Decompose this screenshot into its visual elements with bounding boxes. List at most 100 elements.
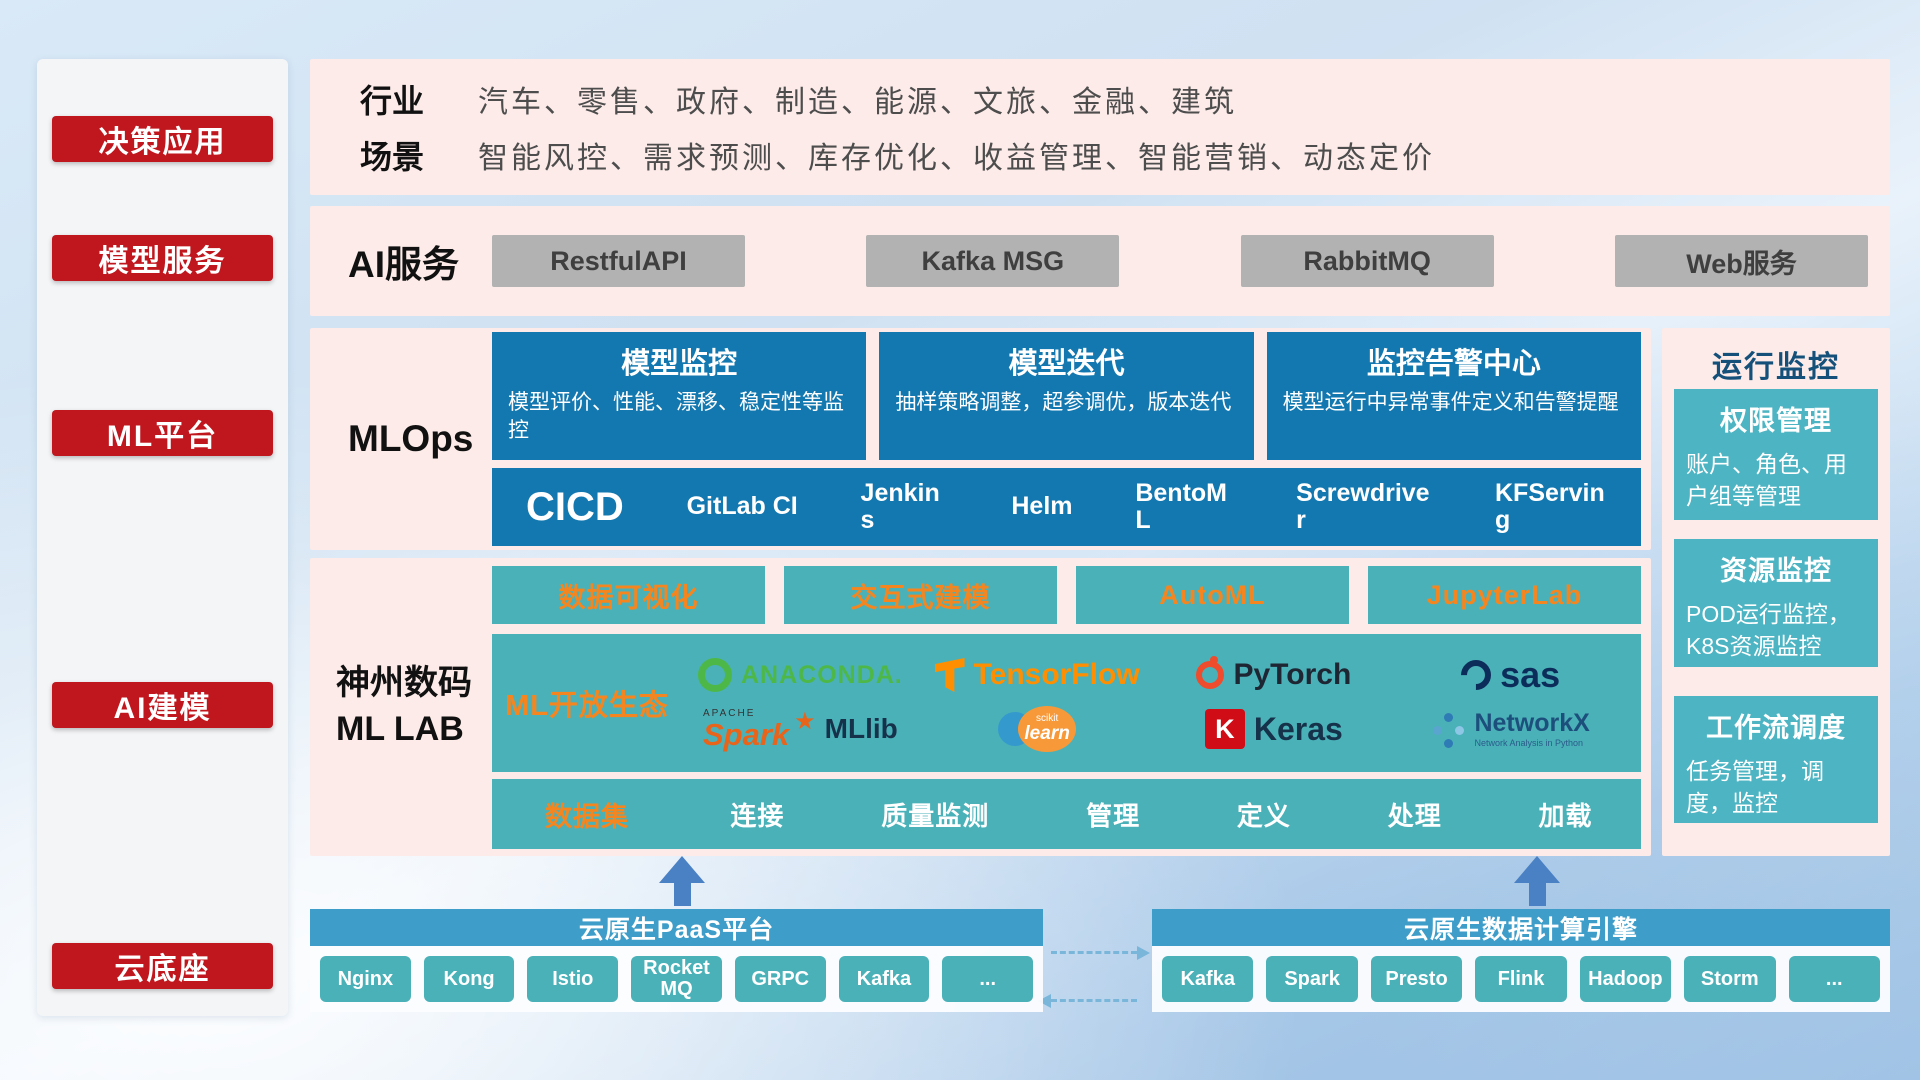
dataset-item-connect: 连接 xyxy=(730,800,785,831)
scenario-label: 场景 xyxy=(360,139,425,176)
scenario-row: 场景 智能风控、需求预测、库存优化、收益管理、智能营销、动态定价 xyxy=(310,132,1890,178)
mllab-tools-row: 数据可视化 交互式建模 AutoML JupyterLab xyxy=(492,566,1641,624)
card-model-iteration: 模型迭代 抽样策略调整，超参调优，版本迭代 xyxy=(879,332,1254,460)
dataset-item-quality: 质量监测 xyxy=(881,800,990,831)
component-kafka: Kafka xyxy=(1162,956,1254,1002)
mllib-wordmark: MLlib xyxy=(824,713,898,744)
service-chip-restfulapi: RestfulAPI xyxy=(492,235,745,287)
mlops-section: MLOps 模型监控 模型评价、性能、漂移、稳定性等监控 模型迭代 抽样策略调整… xyxy=(310,328,1651,550)
sidebar-item-model-service: 模型服务 xyxy=(52,235,273,281)
ai-service-label: AI服务 xyxy=(348,244,459,285)
ai-service-section: AI服务 RestfulAPI Kafka MSG RabbitMQ Web服务 xyxy=(310,206,1890,316)
sidebar-item-ml-platform: ML平台 xyxy=(52,410,273,456)
mlops-label: MLOps xyxy=(348,418,474,459)
dataset-label: 数据集 xyxy=(545,801,629,832)
engine-title-bar: 云原生数据计算引擎 xyxy=(1152,909,1890,946)
sidebar-item-cloud-base: 云底座 xyxy=(52,943,273,989)
tool-kfserving: KFServing xyxy=(1495,478,1605,534)
mllab-title: 神州数码 ML LAB xyxy=(336,661,492,753)
networkx-logo: NetworkX Network Analysis in Python xyxy=(1392,706,1629,752)
engine-components-row: Kafka Spark Presto Flink Hadoop Storm ..… xyxy=(1152,946,1890,1012)
dataset-item-process: 处理 xyxy=(1387,800,1442,831)
dataset-row: 数据集 连接 质量监测 管理 定义 处理 加载 xyxy=(492,779,1641,849)
pytorch-wordmark: PyTorch xyxy=(1233,658,1352,691)
tool-screwdriver: Screwdriver xyxy=(1296,478,1430,534)
cicd-label: CICD xyxy=(526,484,624,529)
card-desc: 模型运行中异常事件定义和告警提醒 xyxy=(1282,391,1619,414)
sas-logo: sas xyxy=(1392,653,1629,697)
component-spark: Spark xyxy=(1266,956,1358,1002)
card-alert-center: 监控告警中心 模型运行中异常事件定义和告警提醒 xyxy=(1266,332,1641,460)
component-flink: Flink xyxy=(1475,956,1567,1002)
cloud-data-engine-group: 云原生数据计算引擎 Kafka Spark Presto Flink Hadoo… xyxy=(1152,909,1890,1012)
card-desc: 抽样策略调整，超参调优，版本迭代 xyxy=(895,391,1232,414)
industry-label: 行业 xyxy=(360,82,425,119)
networkx-wordmark-block: NetworkX Network Analysis in Python xyxy=(1474,710,1589,748)
component-storm: Storm xyxy=(1684,956,1776,1002)
tool-bentoml: BentoML xyxy=(1135,478,1227,534)
card-title: 监控告警中心 xyxy=(1366,348,1541,380)
apache-label: APACHE xyxy=(702,708,756,719)
scikit-sup-label: scikit xyxy=(1036,712,1059,724)
dashed-arrow-left-icon xyxy=(1038,994,1137,1008)
sas-wordmark: sas xyxy=(1500,654,1561,695)
scikit-learn-icon: scikit learn xyxy=(998,706,1077,752)
tool-jenkins: Jenkins xyxy=(860,478,940,534)
networkx-wordmark: NetworkX xyxy=(1474,709,1590,738)
mllab-title-line2: ML LAB xyxy=(336,710,464,748)
component-kong: Kong xyxy=(423,956,515,1002)
service-chip-web: Web服务 xyxy=(1614,235,1868,287)
up-arrow-engine xyxy=(1514,856,1560,906)
ml-ecosystem-box: ML开放生态 ANACONDA. TensorFlow PyTorch sas xyxy=(492,634,1641,772)
card-title: 权限管理 xyxy=(1720,406,1832,436)
tool-helm: Helm xyxy=(1011,492,1073,521)
arrow-stem xyxy=(1528,883,1546,906)
up-arrow-paas xyxy=(659,856,705,906)
mlops-cards: 模型监控 模型评价、性能、漂移、稳定性等监控 模型迭代 抽样策略调整，超参调优，… xyxy=(492,332,1641,460)
tensorflow-wordmark: TensorFlow xyxy=(973,658,1140,691)
spark-wordmark: Spark xyxy=(702,717,790,752)
paas-title-bar: 云原生PaaS平台 xyxy=(310,909,1043,946)
component-rocketmq: RocketMQ xyxy=(631,956,722,1002)
paas-components-row: Nginx Kong Istio RocketMQ GRPC Kafka ... xyxy=(310,946,1043,1012)
tool-gitlab-ci: GitLab CI xyxy=(686,492,798,521)
logo-grid: ANACONDA. TensorFlow PyTorch sas APACHE xyxy=(682,653,1641,752)
scikit-learn-logo: scikit learn xyxy=(919,706,1156,752)
tensorflow-icon xyxy=(934,658,965,692)
card-permission-management: 权限管理 账户、角色、用户组等管理 xyxy=(1674,389,1878,520)
networkx-dots-icon xyxy=(1431,709,1465,749)
anaconda-wordmark: ANACONDA. xyxy=(740,660,903,689)
sidebar-item-ai-modeling: AI建模 xyxy=(52,682,273,728)
card-title: 工作流调度 xyxy=(1706,713,1846,743)
card-workflow-scheduling: 工作流调度 任务管理，调度，监控 xyxy=(1674,696,1878,823)
keras-wordmark: Keras xyxy=(1253,710,1343,747)
tool-automl: AutoML xyxy=(1076,566,1349,624)
monitor-title: 运行监控 xyxy=(1712,351,1840,384)
component-presto: Presto xyxy=(1370,956,1463,1002)
scikit-wordmark: learn xyxy=(1024,722,1070,744)
mllab-section: 神州数码 ML LAB 数据可视化 交互式建模 AutoML JupyterLa… xyxy=(310,558,1651,856)
cloud-paas-group: 云原生PaaS平台 Nginx Kong Istio RocketMQ GRPC… xyxy=(310,909,1043,1012)
arrow-stem xyxy=(673,883,691,906)
tensorflow-logo: TensorFlow xyxy=(919,654,1156,696)
card-desc: POD运行监控，K8S资源监控 xyxy=(1686,601,1851,660)
ecosystem-label: ML开放生态 xyxy=(505,690,669,722)
card-model-monitoring: 模型监控 模型评价、性能、漂移、稳定性等监控 xyxy=(492,332,867,460)
component-nginx: Nginx xyxy=(320,956,411,1002)
tool-jupyterlab: JupyterLab xyxy=(1368,566,1641,624)
service-chip-kafka-msg: Kafka MSG xyxy=(866,235,1120,287)
dataset-item-load: 加载 xyxy=(1538,800,1593,831)
dataset-item-define: 定义 xyxy=(1236,800,1291,831)
component-hadoop: Hadoop xyxy=(1579,956,1672,1002)
card-desc: 账户、角色、用户组等管理 xyxy=(1686,451,1847,510)
arrow-head-icon xyxy=(659,856,705,883)
mllab-title-line1: 神州数码 xyxy=(336,664,472,703)
service-chip-rabbitmq: RabbitMQ xyxy=(1240,235,1494,287)
industry-row: 行业 汽车、零售、政府、制造、能源、文旅、金融、建筑 xyxy=(310,76,1890,122)
keras-k-icon: K xyxy=(1204,709,1245,749)
tool-interactive-modeling: 交互式建模 xyxy=(784,566,1057,624)
arrow-head-icon xyxy=(1514,856,1560,883)
anaconda-ring-icon xyxy=(697,658,732,692)
card-title: 模型迭代 xyxy=(1008,348,1125,380)
